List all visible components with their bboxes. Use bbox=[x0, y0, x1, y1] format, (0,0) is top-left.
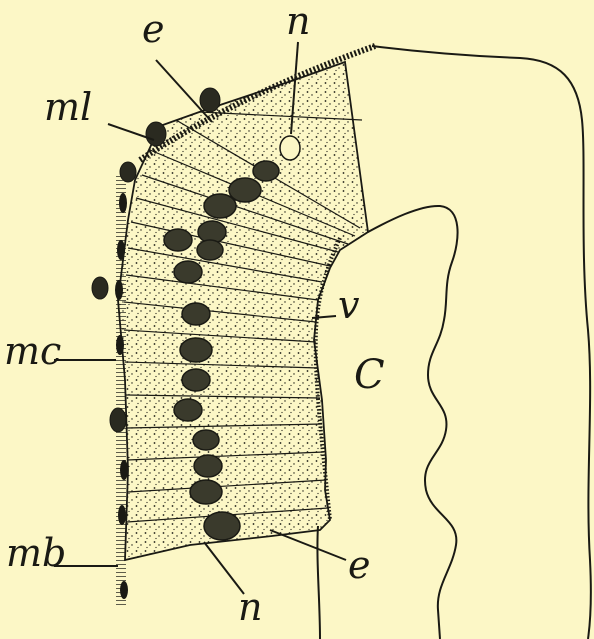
label-v: v bbox=[338, 283, 360, 327]
cavity-outline bbox=[368, 206, 458, 639]
left-ciliated-border bbox=[116, 175, 126, 605]
label-mb: mb bbox=[6, 531, 66, 575]
outer-tissue-outline bbox=[372, 46, 591, 639]
inner-line bbox=[317, 526, 320, 639]
label-mc: mc bbox=[4, 329, 61, 373]
label-n-top: n bbox=[286, 0, 310, 43]
label-e-top: e bbox=[142, 7, 165, 51]
label-C: C bbox=[354, 352, 385, 398]
label-e-bottom: e bbox=[348, 543, 371, 587]
label-n-bottom: n bbox=[238, 585, 262, 629]
label-ml: ml bbox=[44, 85, 92, 129]
